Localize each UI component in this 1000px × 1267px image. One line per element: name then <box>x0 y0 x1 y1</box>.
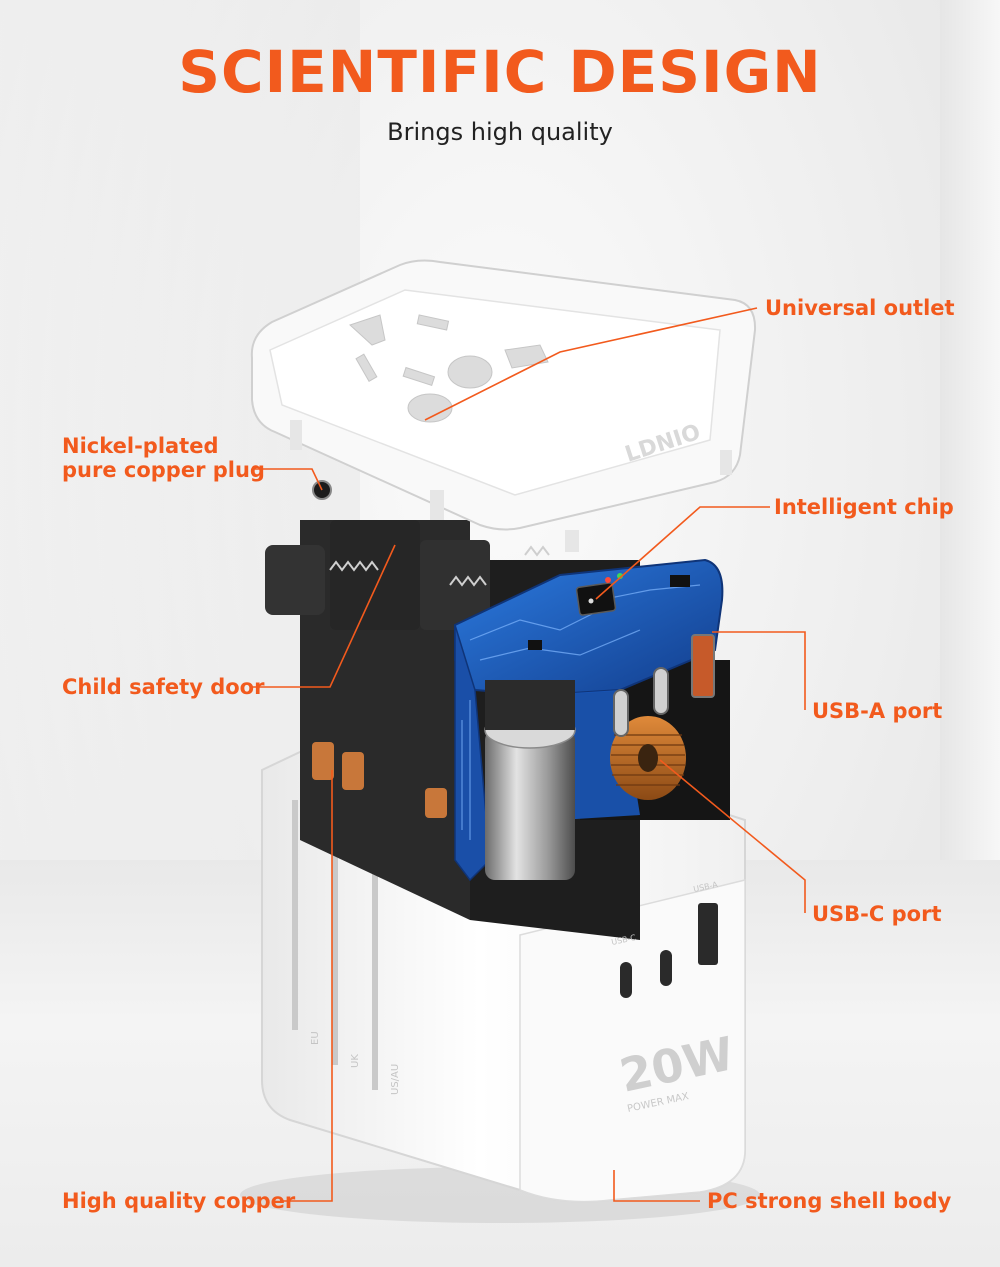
line-high-copper <box>280 770 333 1202</box>
label-universal-outlet: Universal outlet <box>765 296 955 320</box>
line-copper-plug <box>252 468 323 491</box>
background-wall-right <box>940 0 1000 940</box>
label-high-quality-copper: High quality copper <box>62 1189 296 1213</box>
inner-ports <box>613 634 715 737</box>
label-usb-c-port: USB-C port <box>812 902 942 926</box>
callout-lines <box>252 307 806 1202</box>
region-eu: EU <box>310 1031 321 1045</box>
label-pc-shell-body: PC strong shell body <box>707 1189 952 1213</box>
line-usb-a <box>712 631 806 710</box>
label-child-safety-door: Child safety door <box>62 675 265 699</box>
line-pc-shell <box>613 1170 700 1202</box>
region-usau: US/AU <box>390 1064 401 1095</box>
copper-contact <box>342 752 364 790</box>
transformer-coil <box>610 716 686 800</box>
inner-usbc-port <box>613 689 629 737</box>
usba-port <box>698 903 718 965</box>
label-copper-plug-line1: Nickel-plated <box>62 434 219 458</box>
label-intelligent-chip: Intelligent chip <box>774 495 954 519</box>
line-universal-outlet <box>424 307 758 421</box>
inner-usba-port <box>691 634 715 698</box>
shell-groove <box>292 800 298 1030</box>
copper-contact <box>425 788 447 818</box>
line-usb-c <box>659 759 806 913</box>
capacitor <box>484 680 576 880</box>
line-intelligent-chip <box>595 506 770 600</box>
usbc-port-1 <box>620 962 632 998</box>
shell-groove <box>332 820 338 1065</box>
page-title: SCIENTIFIC DESIGN <box>178 38 822 106</box>
page-subtitle: Brings high quality <box>387 118 613 146</box>
label-copper-plug-line2: pure copper plug <box>62 458 265 482</box>
outlet-cover: LDNIO <box>250 259 757 552</box>
copper-contact <box>312 742 334 780</box>
region-uk: UK <box>350 1054 361 1068</box>
front-ports <box>620 903 718 998</box>
label-usb-a-port: USB-A port <box>812 699 943 723</box>
usbc-port-2 <box>660 950 672 986</box>
shell-groove <box>372 840 378 1090</box>
inner-usbc-port <box>653 667 669 715</box>
line-child-safety-door <box>252 544 396 688</box>
